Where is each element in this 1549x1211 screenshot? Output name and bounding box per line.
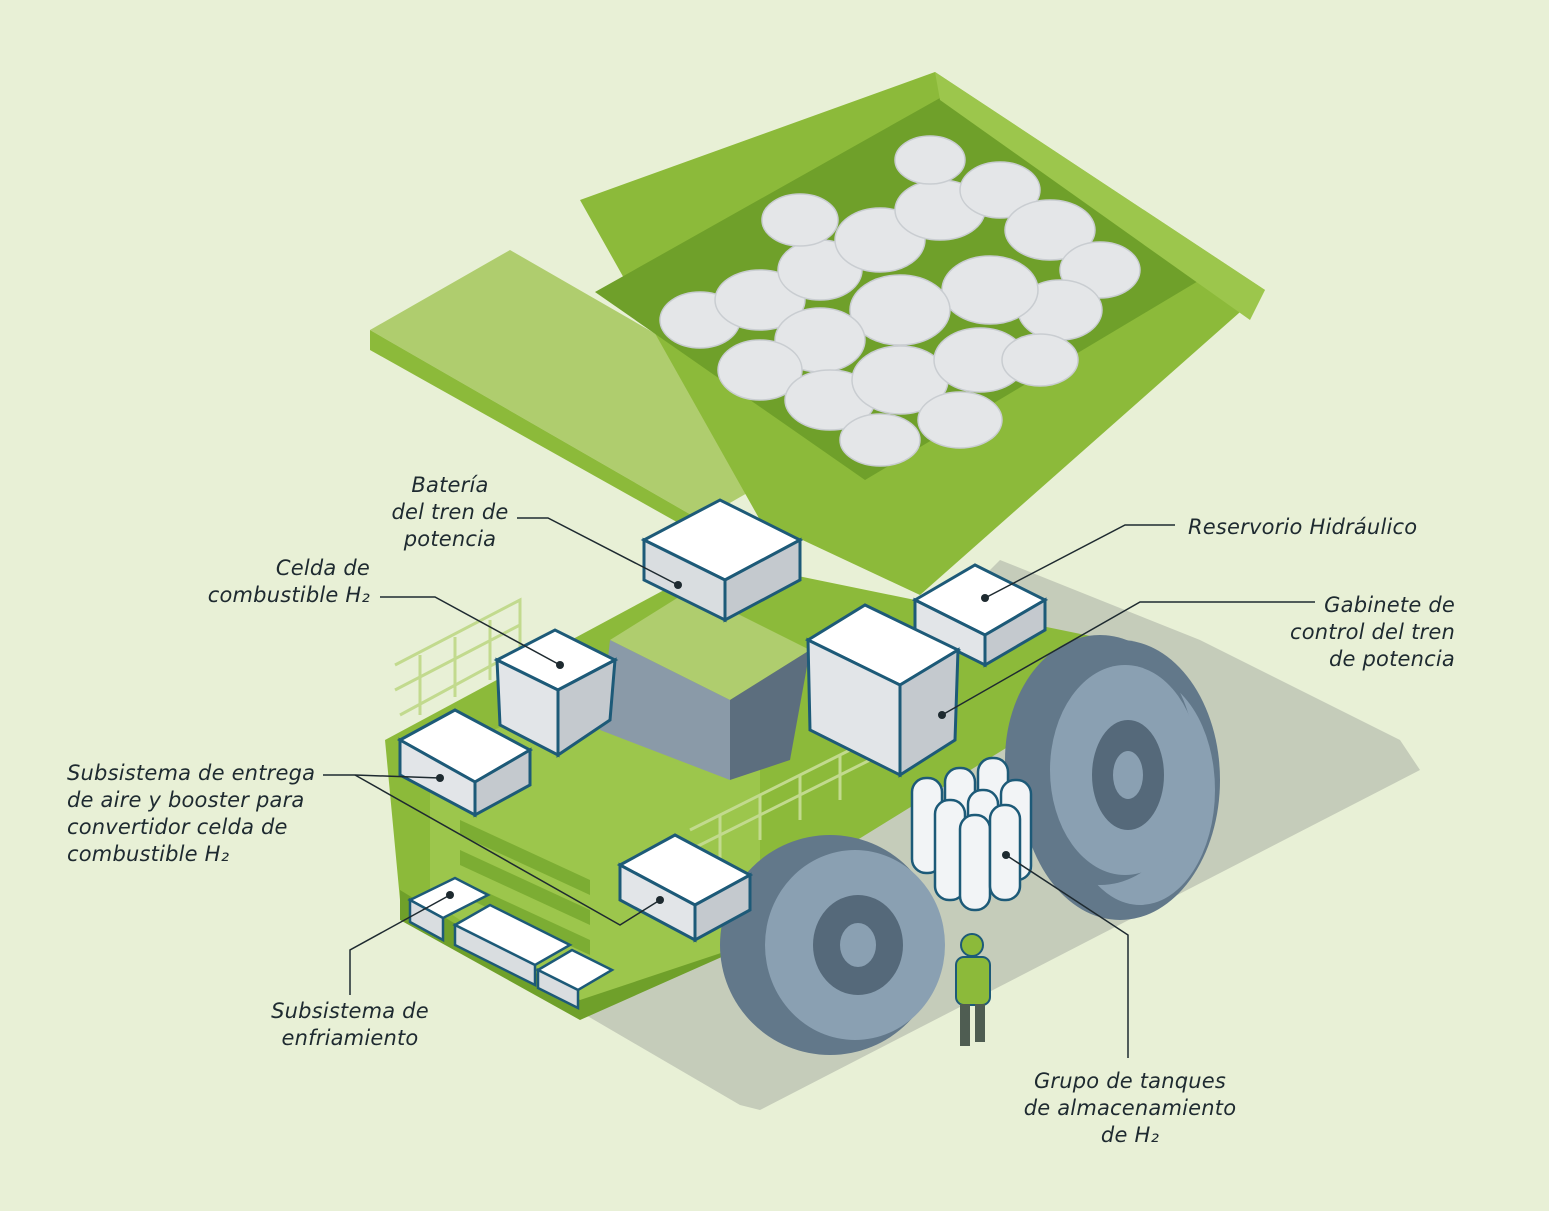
box-bateria [640, 498, 804, 623]
label-bateria: Batería del tren de potencia [391, 473, 509, 551]
rock-load [659, 135, 1141, 467]
front-tire [720, 835, 945, 1055]
label-tanques-h2: Grupo de tanques de almacenamiento de H₂ [1023, 1069, 1237, 1147]
worker-figure [955, 933, 991, 1046]
box-celda [493, 628, 619, 758]
cabin-roof [610, 590, 810, 700]
label-celda-combustible: Celda de combustible H₂ [207, 556, 370, 607]
label-subsistema-aire: Subsistema de entrega de aire y booster … [67, 761, 316, 866]
cabin-window [730, 650, 810, 780]
box-reservorio [911, 563, 1049, 668]
box-enfriamiento [407, 876, 615, 1011]
label-reservorio-hidraulico: Reservorio Hidráulico [1188, 515, 1418, 539]
dump-bed-visor-edge [370, 330, 700, 535]
grille [460, 820, 590, 955]
dump-bed-right-face [935, 72, 1265, 320]
leader-lines [323, 517, 1315, 1058]
rear-tire-near [1005, 635, 1200, 885]
label-gabinete-control: Gabinete de control del tren de potencia [1290, 593, 1455, 671]
cabin-side [600, 640, 730, 780]
label-enfriamiento: Subsistema de enfriamiento [271, 999, 429, 1050]
box-gabinete [804, 603, 962, 778]
railing-left [394, 597, 522, 717]
